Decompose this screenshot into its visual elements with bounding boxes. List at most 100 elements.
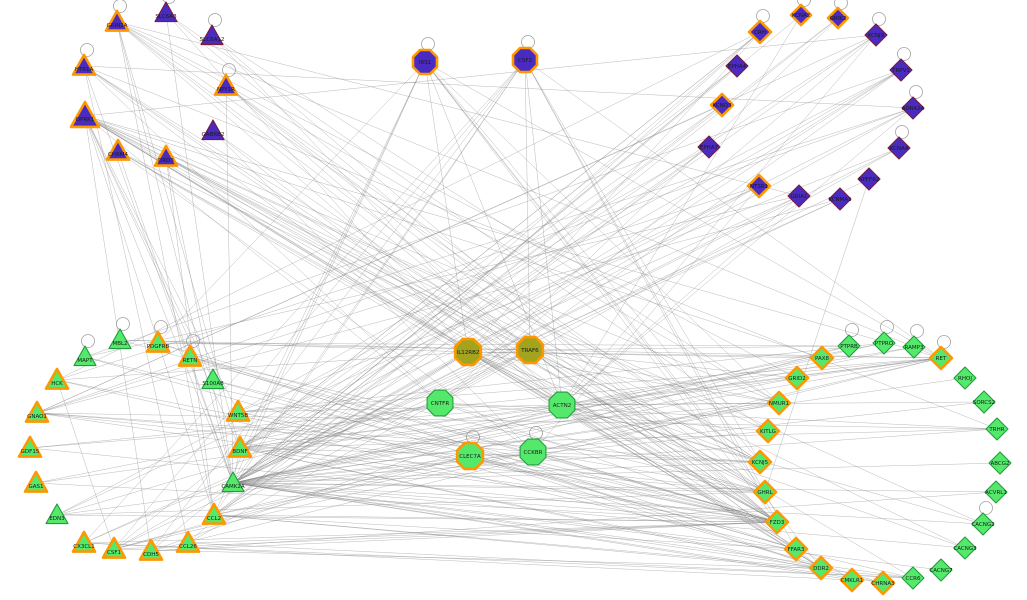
node-RHOJ[interactable]: RHOJ [953, 366, 977, 390]
diamond-node-shape[interactable] [784, 365, 810, 391]
node-FZD3[interactable]: FZD3 [764, 509, 790, 535]
diamond-node-shape[interactable] [971, 512, 995, 536]
diamond-node-shape[interactable] [988, 451, 1012, 475]
diamond-node-shape[interactable] [752, 479, 778, 505]
node-SLC6A3[interactable]: SLC6A3 [154, 1, 178, 23]
triangle-node-shape[interactable] [153, 144, 179, 167]
diamond-node-shape[interactable] [809, 345, 835, 371]
node-MBL2[interactable]: MBL2 [108, 328, 132, 350]
node-NPFFR2[interactable]: NPFFR2 [857, 167, 881, 191]
triangle-node-shape[interactable] [45, 503, 69, 525]
triangle-node-shape[interactable] [145, 330, 171, 353]
node-ACTN2[interactable]: ACTN2 [548, 391, 576, 419]
node-RAMP3[interactable]: RAMP3 [902, 335, 926, 359]
node-KCNJ9[interactable]: KCNJ9 [864, 23, 888, 47]
triangle-node-shape[interactable] [201, 119, 225, 141]
node-CACNG3[interactable]: CACNG3 [953, 536, 977, 560]
triangle-node-shape[interactable] [69, 100, 101, 129]
node-GABRB2[interactable]: GABRB2 [201, 119, 225, 141]
octagon-node-shape[interactable] [453, 337, 483, 367]
diamond-node-shape[interactable] [766, 390, 792, 416]
node-GRIA1[interactable]: GRIA1 [787, 184, 811, 208]
node-HCK[interactable]: HCK [44, 367, 70, 390]
node-CCKBR[interactable]: CCKBR [519, 438, 547, 466]
node-CLEC7A[interactable]: CLEC7A [455, 441, 485, 471]
triangle-node-shape[interactable] [71, 53, 97, 76]
node-TRPV1[interactable]: TRPV1 [889, 58, 913, 82]
node-KCNMA1[interactable]: KCNMA1 [828, 187, 852, 211]
node-GDF15[interactable]: GDF15 [17, 435, 43, 458]
diamond-node-shape[interactable] [901, 566, 925, 590]
diamond-node-shape[interactable] [901, 96, 925, 120]
node-CSF2[interactable]: CSF2 [511, 46, 539, 74]
node-TRAF6[interactable]: TRAF6 [515, 335, 545, 365]
triangle-node-shape[interactable] [177, 344, 203, 367]
triangle-node-shape[interactable] [23, 470, 49, 493]
node-NPY1R[interactable]: NPY1R [213, 73, 239, 96]
node-DDR2[interactable]: DDR2 [808, 555, 834, 581]
triangle-node-shape[interactable] [73, 345, 97, 367]
octagon-node-shape[interactable] [455, 441, 485, 471]
node-CACNG7[interactable]: CACNG7 [929, 558, 953, 582]
node-IL12RB2[interactable]: IL12RB2 [453, 337, 483, 367]
octagon-node-shape[interactable] [519, 438, 547, 466]
triangle-node-shape[interactable] [154, 1, 178, 23]
node-PTPRB[interactable]: PTPRB [837, 334, 861, 358]
triangle-node-shape[interactable] [71, 530, 97, 553]
diamond-node-shape[interactable] [826, 6, 850, 30]
triangle-node-shape[interactable] [105, 138, 131, 161]
node-MAPT[interactable]: MAPT [73, 345, 97, 367]
diamond-node-shape[interactable] [872, 331, 896, 355]
node-CHRNA3[interactable]: CHRNA3 [870, 570, 896, 596]
node-HTR1A[interactable]: HTR1A [71, 53, 97, 76]
diamond-node-shape[interactable] [953, 366, 977, 390]
diamond-node-shape[interactable] [887, 136, 911, 160]
diamond-node-shape[interactable] [789, 3, 813, 27]
triangle-node-shape[interactable] [138, 538, 164, 561]
diamond-node-shape[interactable] [984, 480, 1008, 504]
diamond-node-shape[interactable] [857, 167, 881, 191]
diamond-node-shape[interactable] [864, 23, 888, 47]
triangle-node-shape[interactable] [104, 9, 130, 32]
node-GHRL[interactable]: GHRL [752, 479, 778, 505]
node-RET[interactable]: RET [928, 345, 954, 371]
triangle-node-shape[interactable] [201, 502, 227, 525]
triangle-node-shape[interactable] [44, 367, 70, 390]
triangle-node-shape[interactable] [201, 368, 225, 390]
node-SORCS2[interactable]: SORCS2 [972, 390, 996, 414]
node-GNAO1[interactable]: GNAO1 [24, 400, 50, 423]
node-GRIN2A[interactable]: GRIN2A [104, 9, 130, 32]
node-KCNA2[interactable]: KCNA2 [789, 3, 813, 27]
triangle-node-shape[interactable] [225, 399, 251, 422]
diamond-node-shape[interactable] [755, 418, 781, 444]
node-CMKLR1[interactable]: CMKLR1 [839, 567, 865, 593]
octagon-node-shape[interactable] [411, 48, 439, 76]
node-ADRA2A[interactable]: ADRA2A [901, 96, 925, 120]
octagon-node-shape[interactable] [548, 391, 576, 419]
diamond-node-shape[interactable] [697, 135, 721, 159]
node-CACNG2[interactable]: CACNG2 [971, 512, 995, 536]
node-KCNA4[interactable]: KCNA4 [887, 136, 911, 160]
triangle-node-shape[interactable] [17, 435, 43, 458]
diamond-node-shape[interactable] [972, 390, 996, 414]
node-CHRM4[interactable]: CHRM4 [105, 138, 131, 161]
diamond-node-shape[interactable] [787, 184, 811, 208]
diamond-node-shape[interactable] [746, 173, 772, 199]
node-CNTFR[interactable]: CNTFR [426, 389, 454, 417]
node-ABCG2[interactable]: ABCG2 [988, 451, 1012, 475]
diamond-node-shape[interactable] [985, 417, 1009, 441]
triangle-node-shape[interactable] [227, 435, 253, 458]
node-IRS1[interactable]: IRS1 [411, 48, 439, 76]
node-KITLG[interactable]: KITLG [755, 418, 781, 444]
diamond-node-shape[interactable] [747, 19, 773, 45]
diamond-node-shape[interactable] [725, 54, 749, 78]
triangle-node-shape[interactable] [213, 73, 239, 96]
octagon-node-shape[interactable] [426, 389, 454, 417]
node-GRID2[interactable]: GRID2 [784, 365, 810, 391]
diamond-node-shape[interactable] [747, 449, 773, 475]
node-SLC6A12[interactable]: SLC6A12 [200, 24, 225, 46]
node-KCNQ3[interactable]: KCNQ3 [709, 92, 735, 118]
diamond-node-shape[interactable] [870, 570, 896, 596]
diamond-node-shape[interactable] [828, 187, 852, 211]
